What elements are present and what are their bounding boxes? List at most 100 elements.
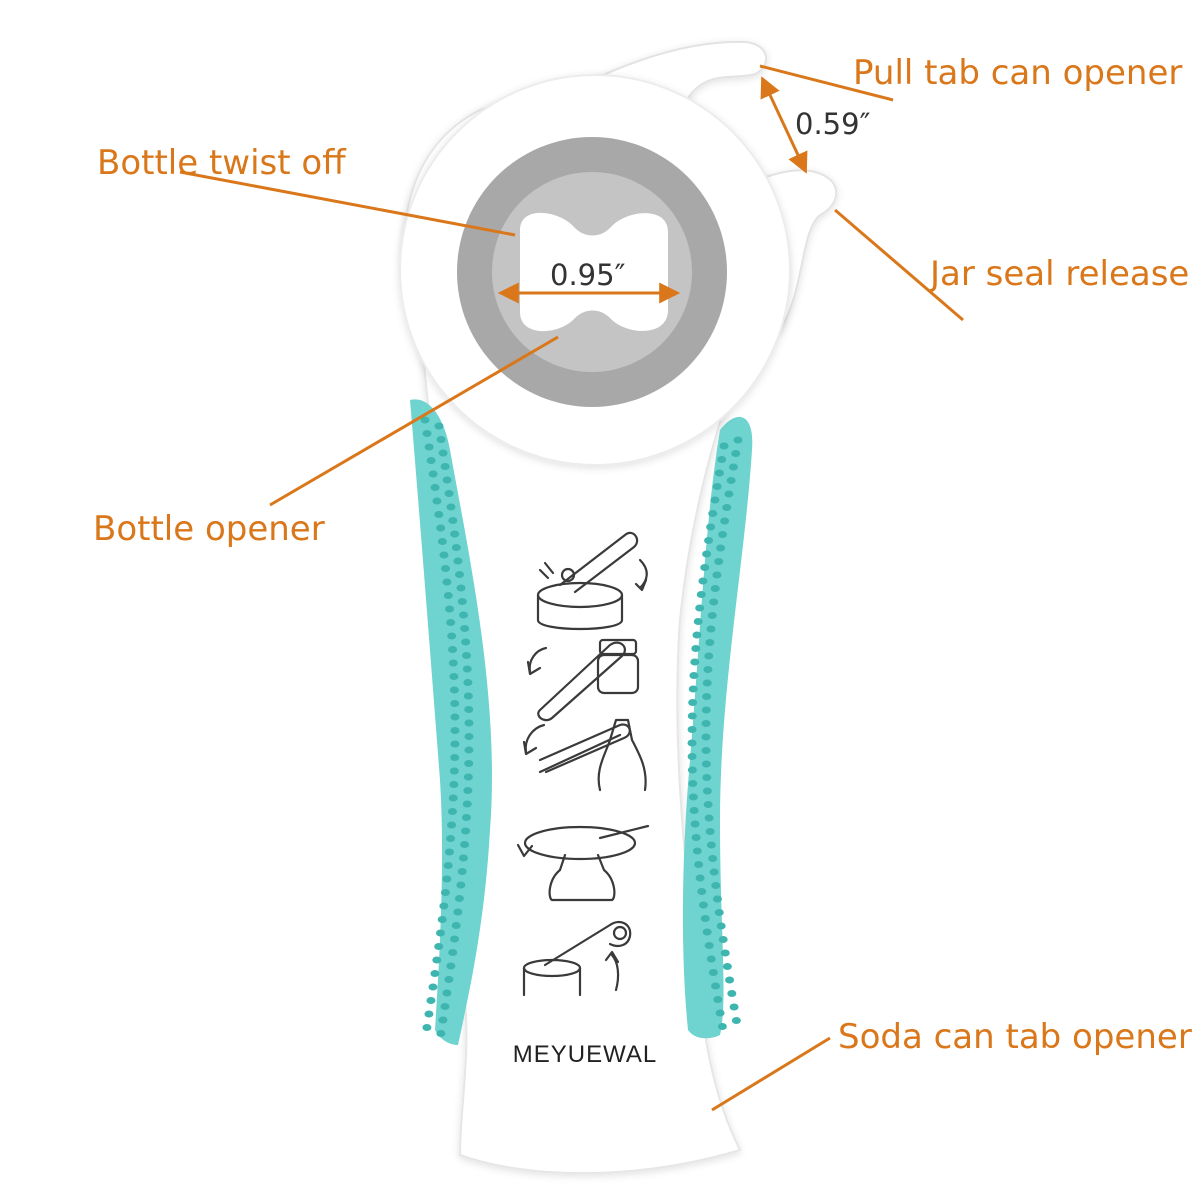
grip-dot [709,598,719,606]
grip-dot [724,490,734,498]
grip-dot [717,1023,727,1030]
grip-dot [454,895,464,902]
grip-dot [688,685,698,693]
grip-dot [687,726,697,733]
grip-dot [714,909,724,916]
grip-dot [702,550,712,558]
grip-dot [449,767,459,775]
grip-dot [701,706,711,714]
grip-dot [447,632,457,640]
grip-dot [462,800,472,808]
grip-dot [689,672,699,679]
grip-dot [703,801,713,808]
grip-dot [687,712,697,720]
grip-dot [690,658,700,666]
grip-dot [428,470,438,478]
grip-dot [426,997,436,1004]
grip-dot [720,949,730,957]
grip-dot [432,497,442,505]
grip-dot [459,611,469,619]
grip-dot [717,456,727,463]
twist-bottle-icon [516,824,650,902]
grip-dot [449,686,459,694]
grip-dot [462,665,472,673]
grip-dot [442,578,452,586]
grip-dot [696,591,706,598]
label-bottle-opener: Bottle opener [93,509,325,549]
grip-dot [688,793,698,801]
grip-dot [439,551,449,559]
grip-dot [446,962,456,970]
grip-dot [434,511,444,518]
grip-dot [453,908,463,916]
grip-dots [420,416,743,1037]
grip-dot [688,699,698,706]
grip-dot [448,646,458,653]
grip-dot [705,639,715,646]
grip-dot [440,889,450,896]
grip-dot [722,504,732,511]
grip-dot [422,1024,432,1031]
grip-dot [437,916,447,923]
grip-dot [434,422,444,430]
grip-dot [457,598,467,605]
grip-dot [705,828,715,835]
grip-dot [708,510,718,517]
grip-dot [463,773,473,781]
grip-dot [695,604,705,612]
grip-dot [450,740,460,748]
grip-dot [708,855,718,862]
grip-dot [704,814,714,822]
grip-dot [718,936,728,943]
bottle-cap-icon [522,718,647,792]
grip-dot [462,652,472,659]
grip-dot [692,847,702,855]
grip-dot [443,592,453,599]
grip-dot [713,996,723,1003]
grip-dot [448,517,458,524]
grip-dot [444,490,454,497]
grip-dot [695,874,705,882]
grip-dot [712,483,722,490]
grip-dot [702,928,712,936]
grip-dot [463,787,473,794]
grip-dot [701,720,711,727]
jar-lid-icon [526,638,640,722]
grip-dot [711,882,721,889]
grip-dot [701,733,711,741]
grip-dot [460,841,470,848]
grip-dot [700,564,710,571]
grip-dot [451,922,461,929]
grip-dot [453,557,463,565]
grip-dot [450,727,460,734]
grip-dot [703,666,713,673]
grip-dot [448,794,458,802]
grip-dot [439,902,449,910]
right-grip [682,416,753,1039]
grip-dot [701,747,711,754]
grip-dot [447,821,457,829]
grip-dot [435,929,445,937]
grip-dot [442,476,452,484]
grip-dot [704,652,714,660]
grip-dot [430,484,440,491]
grip-dot [464,746,474,754]
label-soda-can: Soda can tab opener [838,1017,1192,1057]
hook-gap-label: 0.59″ [795,107,871,141]
grip-dot [694,861,704,868]
left-grip [410,399,492,1045]
leader-pull-tab [759,64,894,102]
grip-dot [702,787,712,795]
grip-dot [707,612,717,619]
leader-soda-can [711,1036,831,1112]
grip-dot [692,631,702,639]
grip-dot [731,450,741,457]
brand-name: MEYUEWAL [513,1041,657,1068]
grip-dot [706,841,716,849]
grip-dot [706,523,716,531]
grip-dot [448,949,458,956]
grip-dot [447,808,457,815]
grip-dot [457,868,467,875]
grip-dot [464,719,474,727]
